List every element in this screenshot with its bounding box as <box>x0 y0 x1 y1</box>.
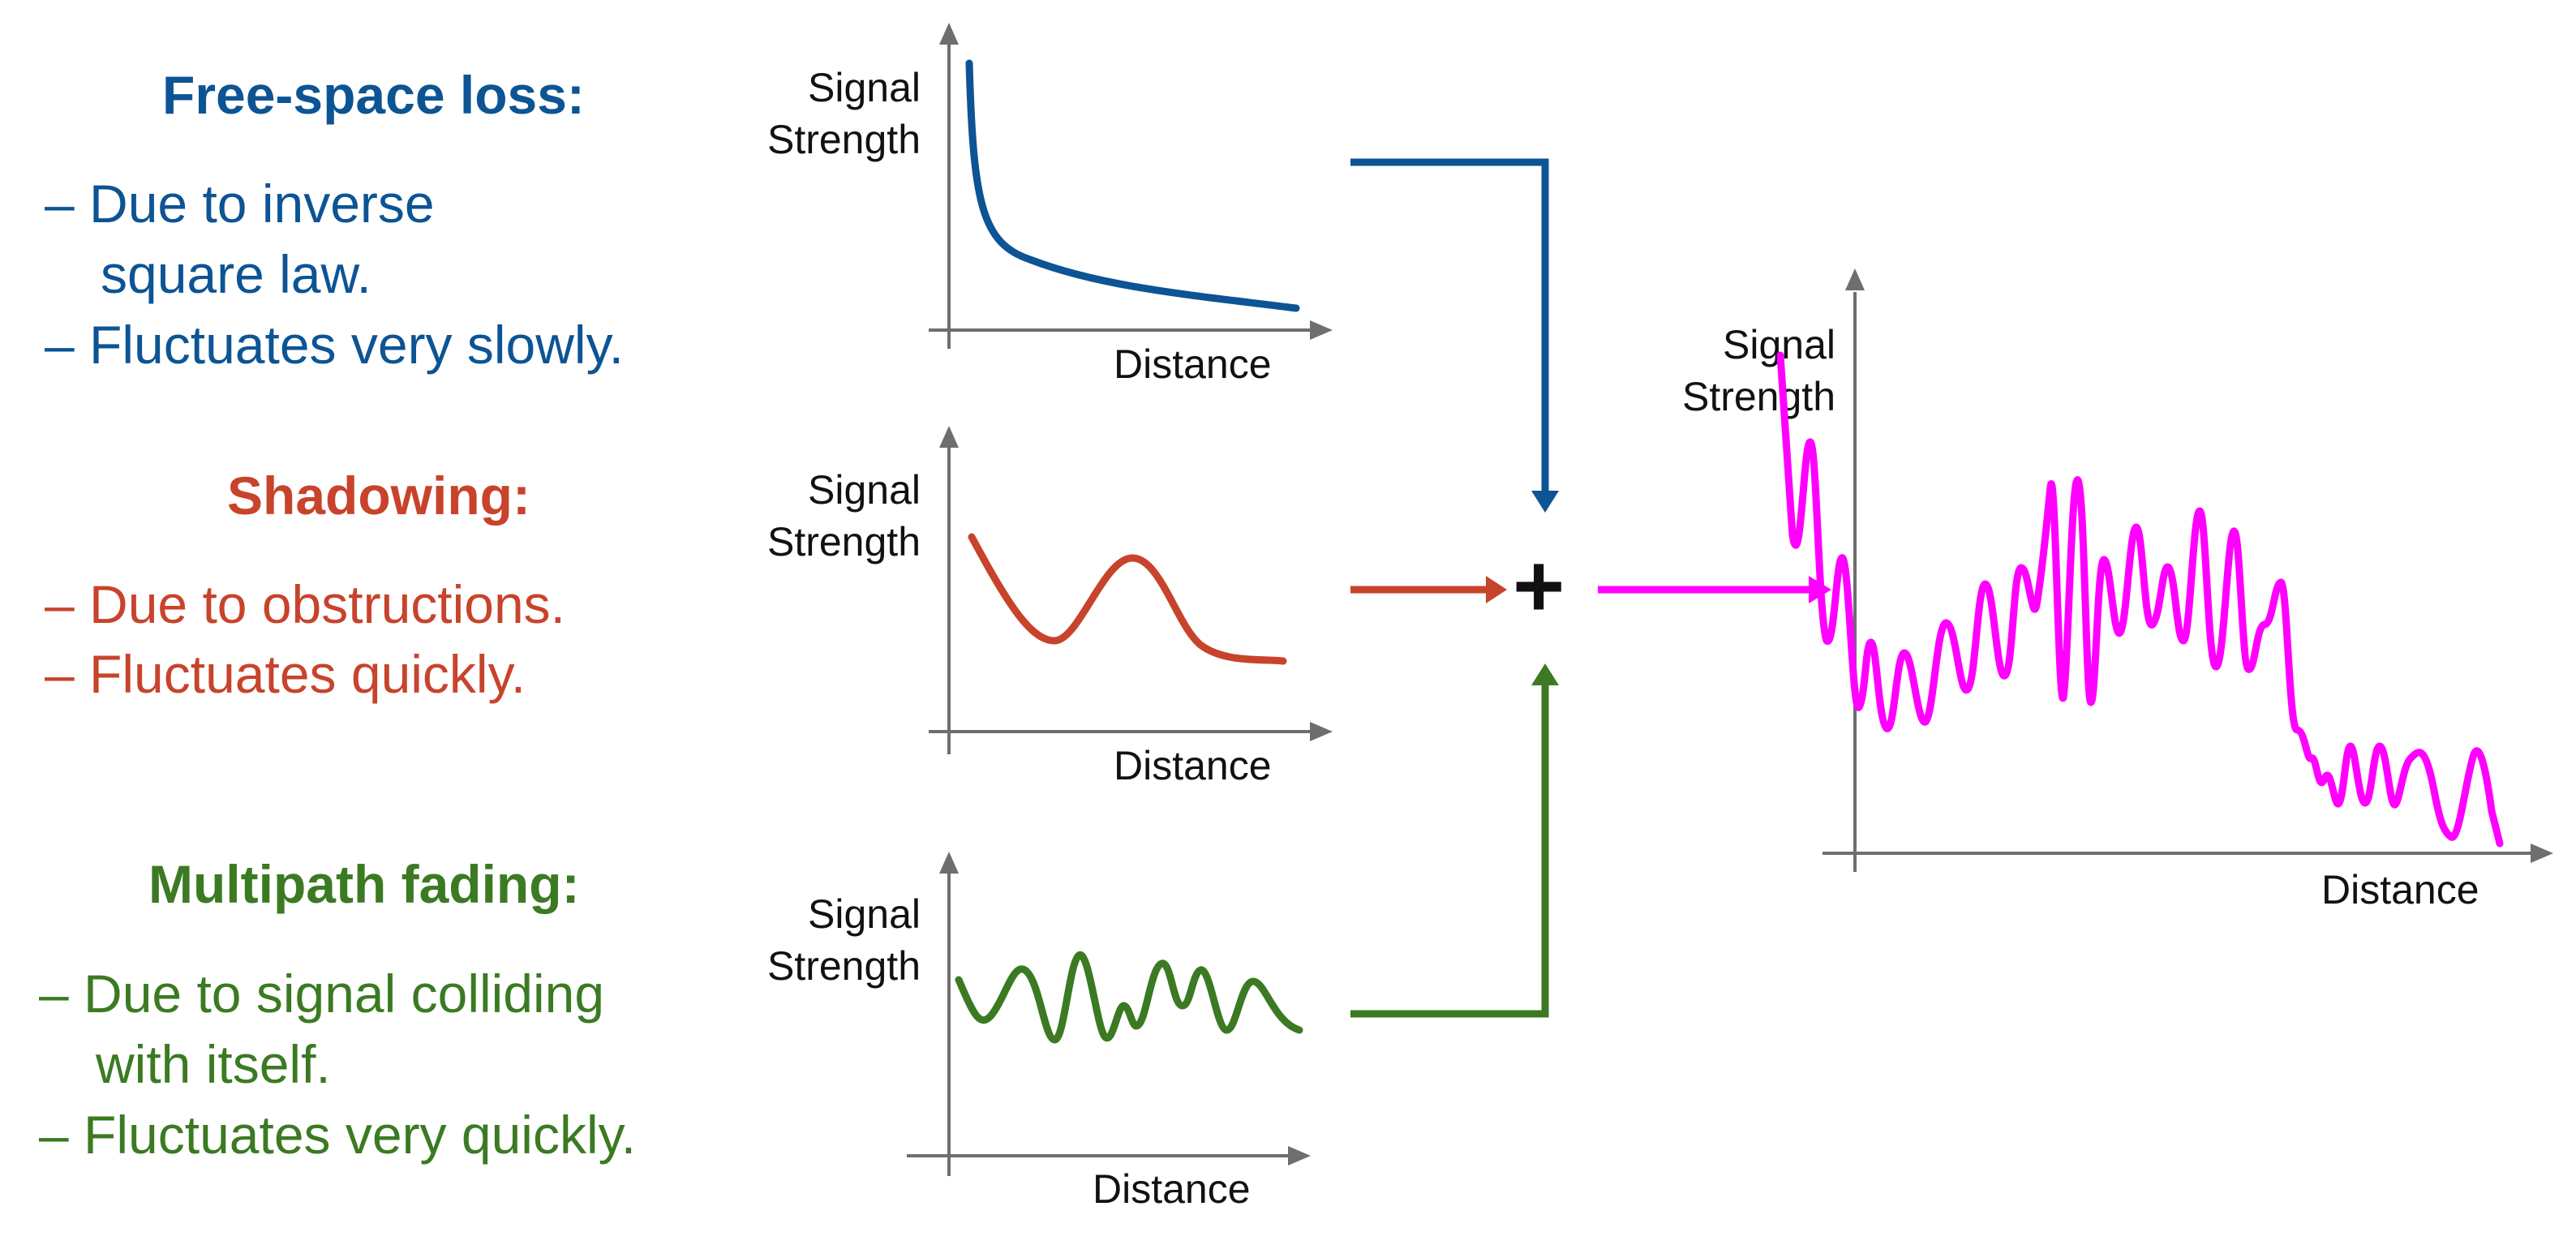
shadowing-x-arrowhead <box>1310 722 1333 741</box>
shadowing-y-arrowhead <box>939 426 959 448</box>
sum-operator: + <box>1513 536 1565 636</box>
combined-axes <box>1823 268 2553 872</box>
combined-connector <box>1598 576 1831 603</box>
combined-x-label: Distance <box>2321 867 2479 912</box>
shadowing-bullet-rate: – Fluctuates quickly. <box>45 644 526 704</box>
y-label-line2: Strength <box>766 943 921 989</box>
combined-curve <box>1776 351 2504 848</box>
free-space-curve <box>965 59 1300 312</box>
free-space-bullet-cause: – Due to inverse <box>45 174 435 234</box>
free-space-bullet-rate: – Fluctuates very slowly. <box>45 315 625 375</box>
shadowing-curve <box>968 533 1287 665</box>
shadowing-axes <box>929 426 1333 754</box>
multipath-bullet-cause-cont: with itself. <box>96 1034 331 1094</box>
multipath-connector-arrowhead <box>1531 663 1559 685</box>
free-space-bullet-cause-cont: square law. <box>101 244 371 304</box>
y-label-line2: Strength <box>766 117 921 162</box>
shadowing-y-label: Signal Strength <box>746 464 921 568</box>
combined-connector-arrowhead <box>1809 576 1831 603</box>
y-label-line2: Strength <box>766 519 921 565</box>
multipath-y-label: Signal Strength <box>746 888 921 992</box>
multipath-bullet-cause: – Due to signal colliding <box>39 964 605 1024</box>
free-space-x-arrowhead <box>1310 320 1333 340</box>
shadowing-x-label: Distance <box>1114 743 1272 788</box>
shadowing-bullet-cause: – Due to obstructions. <box>45 574 566 634</box>
combined-x-arrowhead <box>2531 844 2553 863</box>
multipath-x-label: Distance <box>1093 1166 1251 1212</box>
multipath-heading: Multipath fading: <box>148 854 580 914</box>
y-label-line1: Signal <box>808 891 921 937</box>
multipath-y-arrowhead <box>939 852 959 874</box>
free-space-heading: Free-space loss: <box>162 65 585 125</box>
multipath-curve <box>955 951 1303 1044</box>
y-label-line2: Strength <box>1681 374 1835 419</box>
free-space-y-label: Signal Strength <box>746 62 921 165</box>
shadowing-connector <box>1350 576 1507 603</box>
free-space-x-label: Distance <box>1114 341 1272 387</box>
multipath-connector <box>1350 663 1559 1018</box>
combined-y-arrowhead <box>1845 268 1865 290</box>
multipath-x-arrowhead <box>1288 1146 1311 1166</box>
shadowing-connector-arrowhead <box>1486 576 1507 603</box>
y-label-line1: Signal <box>808 65 921 110</box>
free-space-connector <box>1350 158 1559 513</box>
shadowing-heading: Shadowing: <box>227 466 530 526</box>
free-space-axes <box>929 23 1333 349</box>
multipath-bullet-rate: – Fluctuates very quickly. <box>39 1105 637 1165</box>
multipath-axes <box>907 852 1311 1176</box>
free-space-connector-arrowhead <box>1531 491 1559 513</box>
free-space-y-arrowhead <box>939 23 959 45</box>
y-label-line1: Signal <box>808 467 921 513</box>
